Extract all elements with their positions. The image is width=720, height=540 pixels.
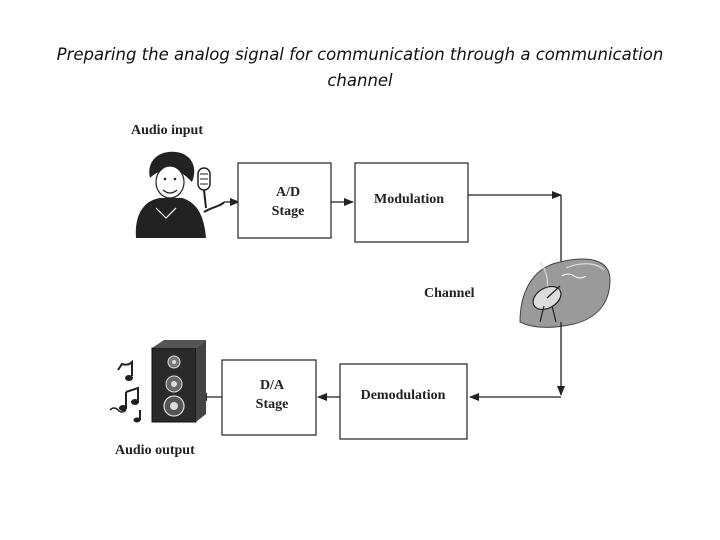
singer-microphone-icon: [135, 151, 225, 238]
modulation-label: Modulation: [374, 192, 444, 207]
da-stage-label: Stage: [256, 397, 289, 412]
modulation-block: Modulation: [354, 162, 469, 243]
audio-input-label: Audio input: [131, 123, 203, 138]
ad-stage-block: A/D Stage: [237, 162, 332, 239]
ad-stage-label: Stage: [272, 204, 305, 219]
satellite-dish-icon: [519, 258, 611, 328]
page-title: Preparing the analog signal for communic…: [56, 45, 664, 90]
speaker-music-icon: [109, 340, 206, 423]
audio-output-label: Audio output: [115, 443, 195, 458]
demodulation-block: Demodulation: [339, 363, 468, 440]
da-stage-block: D/A Stage: [221, 359, 317, 436]
demodulation-label: Demodulation: [361, 388, 446, 403]
da-label: D/A: [260, 378, 285, 393]
ad-label: A/D: [276, 185, 300, 200]
channel-label: Channel: [424, 286, 475, 301]
